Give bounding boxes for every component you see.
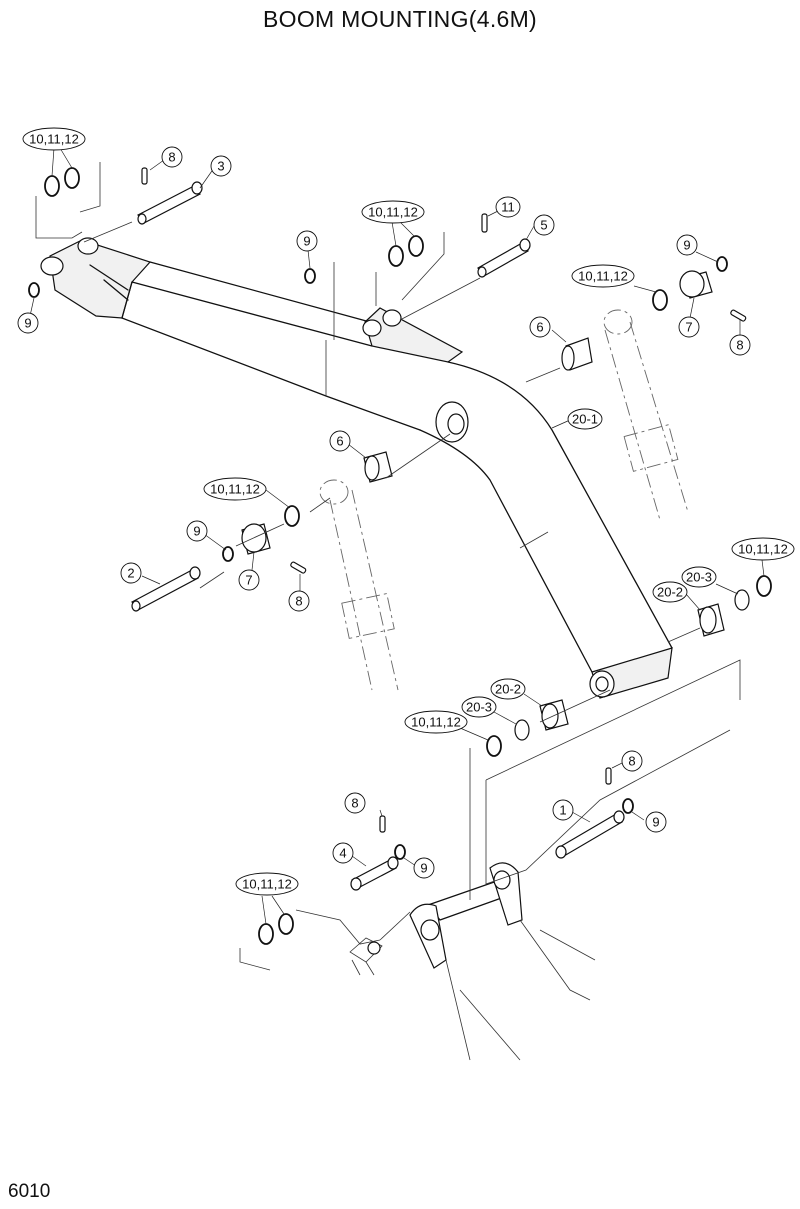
callout-label: 20-1 xyxy=(572,412,598,427)
callout-label: 9 xyxy=(420,861,427,876)
callout-label: 8 xyxy=(295,594,302,609)
callout-c04: 9 xyxy=(296,230,318,252)
pin-4 xyxy=(350,856,399,891)
callout-label: 10,11,12 xyxy=(210,482,260,497)
callout-label: 3 xyxy=(217,159,224,174)
callout-c30: 9 xyxy=(645,811,667,833)
callout-c19: 7 xyxy=(238,569,260,591)
callout-label: 20-3 xyxy=(466,700,492,715)
callout-label: 10,11,12 xyxy=(368,205,418,220)
pin-2 xyxy=(131,566,201,612)
callout-c01: 10,11,12 xyxy=(22,127,86,151)
callout-c17: 9 xyxy=(186,520,208,542)
callout-c16: 10,11,12 xyxy=(203,477,267,501)
callout-label: 8 xyxy=(628,754,635,769)
callout-c32: 9 xyxy=(413,857,435,879)
callout-label: 20-2 xyxy=(657,585,683,600)
callout-c13: 6 xyxy=(529,316,551,338)
callout-c09: 9 xyxy=(676,234,698,256)
callout-c08: 9 xyxy=(17,312,39,334)
callout-label: 2 xyxy=(127,566,134,581)
pin-3 xyxy=(137,181,203,225)
callout-c11: 7 xyxy=(678,316,700,338)
callout-label: 11 xyxy=(501,200,515,215)
callout-label: 1 xyxy=(559,803,566,818)
callout-label: 20-3 xyxy=(686,570,712,585)
callout-label: 9 xyxy=(303,234,310,249)
base-frame xyxy=(349,862,596,1061)
callout-label: 9 xyxy=(683,238,690,253)
callout-c18: 2 xyxy=(120,562,142,584)
boom-cylinder-ghost-left xyxy=(319,479,399,691)
callout-label: 4 xyxy=(339,846,346,861)
callout-c02: 8 xyxy=(161,146,183,168)
callout-c14: 20-1 xyxy=(567,408,603,430)
callout-c21: 10,11,12 xyxy=(731,537,795,561)
callout-label: 10,11,12 xyxy=(578,269,628,284)
callout-c28: 8 xyxy=(344,792,366,814)
callout-label: 9 xyxy=(652,815,659,830)
callout-label: 5 xyxy=(540,218,547,233)
callout-label: 6 xyxy=(536,320,543,335)
callout-label: 10,11,12 xyxy=(411,715,461,730)
callout-label: 7 xyxy=(685,320,692,335)
boom-arm xyxy=(40,237,673,699)
callout-label: 7 xyxy=(245,573,252,588)
callout-c06: 11 xyxy=(495,196,521,218)
callout-label: 10,11,12 xyxy=(242,877,292,892)
callout-label: 20-2 xyxy=(495,682,521,697)
callout-c29: 1 xyxy=(552,799,574,821)
callout-c03: 3 xyxy=(210,155,232,177)
callout-c15: 6 xyxy=(329,430,351,452)
bushings xyxy=(241,270,750,741)
assembly-lines xyxy=(35,162,741,971)
callout-c31: 4 xyxy=(332,842,354,864)
pin-5 xyxy=(477,238,531,278)
callout-c12: 8 xyxy=(729,334,751,356)
callout-c05: 10,11,12 xyxy=(361,200,425,224)
page-code: 6010 xyxy=(8,1181,51,1202)
boom-cylinder-ghost-right xyxy=(603,309,689,521)
callout-label: 6 xyxy=(336,434,343,449)
callout-c27: 8 xyxy=(621,750,643,772)
callout-label: 8 xyxy=(736,338,743,353)
callout-label: 8 xyxy=(168,150,175,165)
callout-label: 9 xyxy=(193,524,200,539)
callout-c10: 10,11,12 xyxy=(571,264,635,288)
callout-label: 10,11,12 xyxy=(738,542,788,557)
roll-pins xyxy=(141,167,747,833)
callout-c23: 20-2 xyxy=(652,581,688,603)
callout-label: 8 xyxy=(351,796,358,811)
callout-c07: 5 xyxy=(533,214,555,236)
pin-1 xyxy=(555,810,625,859)
callout-c22: 20-3 xyxy=(681,566,717,588)
callout-c24: 20-2 xyxy=(490,678,526,700)
diagram-title: BOOM MOUNTING(4.6M) xyxy=(262,6,538,32)
callout-c26: 10,11,12 xyxy=(404,710,468,734)
callout-c33: 10,11,12 xyxy=(235,872,299,896)
callout-c25: 20-3 xyxy=(461,696,497,718)
callout-c20: 8 xyxy=(288,590,310,612)
callout-label: 10,11,12 xyxy=(29,132,79,147)
callouts: 10,11,12 8 3 9 10,11,12 11 5 9 9 10,11,1… xyxy=(17,127,795,896)
callout-label: 9 xyxy=(24,316,31,331)
